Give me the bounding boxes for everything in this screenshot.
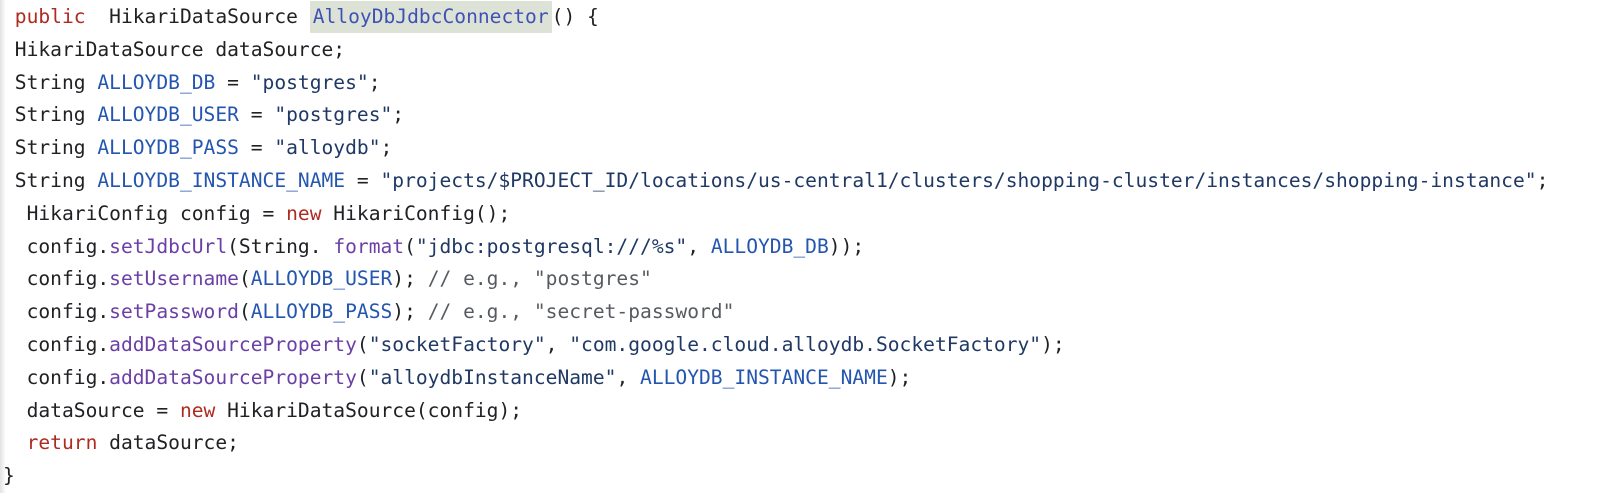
code-token: config. (3, 267, 110, 291)
code-line: HikariDataSource dataSource; (3, 34, 1600, 67)
code-token: ; (392, 103, 405, 127)
code-line: String ALLOYDB_DB = "postgres"; (3, 67, 1600, 100)
code-line: config.setUsername(ALLOYDB_USER); // e.g… (3, 263, 1600, 296)
code-token: = (345, 168, 381, 192)
code-token: dataSource; (97, 431, 239, 455)
code-token: ); (392, 267, 428, 291)
code-line: public HikariDataSource AlloyDbJdbcConne… (3, 1, 1600, 34)
code-line: String ALLOYDB_INSTANCE_NAME = "projects… (3, 165, 1600, 198)
code-token: ( (238, 300, 251, 324)
code-token: ( (238, 267, 251, 291)
code-token: ( (404, 234, 416, 258)
code-token: ALLOYDB_PASS (97, 136, 239, 160)
code-token (3, 5, 15, 28)
code-token: ALLOYDB_INSTANCE_NAME (640, 365, 888, 389)
code-token: config. (3, 332, 110, 356)
code-token: (String. (227, 234, 334, 258)
code-token: HikariConfig(); (321, 201, 511, 225)
code-token: ); (887, 365, 912, 389)
code-token: String (3, 168, 98, 192)
code-line: config.addDataSourceProperty("alloydbIns… (3, 362, 1600, 395)
code-token: ALLOYDB_DB (710, 234, 829, 258)
code-token: ALLOYDB_USER (97, 103, 239, 127)
code-token: "postgres" (274, 103, 393, 127)
code-token (3, 431, 27, 454)
code-token: addDataSourceProperty (109, 332, 357, 356)
code-token: "socketFactory" (368, 332, 546, 356)
code-line: } (3, 460, 1600, 493)
code-token: , (687, 234, 711, 258)
code-line: config.setJdbcUrl(String. format("jdbc:p… (3, 231, 1600, 264)
code-token: HikariDataSource dataSource; (3, 37, 346, 61)
code-token: ( (356, 332, 369, 356)
code-token: String (3, 103, 98, 127)
code-token: // e.g., "postgres" (427, 267, 652, 291)
code-token: String (3, 136, 98, 160)
code-token: public (14, 5, 86, 28)
code-token: setUsername (109, 267, 239, 291)
code-line: String ALLOYDB_PASS = "alloydb"; (3, 132, 1600, 165)
code-token: ALLOYDB_DB (97, 70, 216, 94)
code-token: HikariDataSource (85, 5, 310, 28)
code-token: = (238, 136, 275, 160)
code-token: ; (380, 136, 393, 160)
code-token: ; (1536, 168, 1549, 192)
code-token: new (179, 398, 216, 422)
code-token: "jdbc:postgresql:///%s" (415, 234, 688, 258)
code-token: = (215, 70, 251, 94)
code-token: config. (3, 365, 110, 389)
code-token: "postgres" (250, 70, 369, 94)
code-token: ALLOYDB_PASS (250, 300, 393, 324)
code-token: } (3, 464, 15, 488)
code-token: = (238, 103, 275, 127)
code-token: String (3, 70, 98, 94)
code-token: ( (356, 365, 369, 389)
code-token: config. (3, 300, 110, 324)
highlighted-function-name: AlloyDbJdbcConnector (309, 1, 552, 33)
code-token: ALLOYDB_USER (250, 267, 393, 291)
code-token: HikariDataSource(config); (215, 398, 523, 422)
code-token: format (333, 234, 405, 258)
code-token: setJdbcUrl (109, 234, 228, 258)
code-token: // e.g., "secret-password" (427, 300, 735, 324)
code-token: setPassword (109, 300, 239, 324)
code-line: String ALLOYDB_USER = "postgres"; (3, 99, 1600, 132)
code-token: return (26, 431, 98, 455)
code-token: , (616, 365, 641, 389)
code-line: return dataSource; (3, 427, 1600, 460)
code-token: config. (3, 234, 110, 258)
code-line: dataSource = new HikariDataSource(config… (3, 395, 1600, 428)
code-token: "com.google.cloud.alloydb.SocketFactory" (569, 332, 1042, 356)
code-token: "alloydbInstanceName" (368, 365, 617, 389)
code-line: config.addDataSourceProperty("socketFact… (3, 329, 1600, 362)
code-token: () { (551, 5, 599, 28)
code-token: , (545, 332, 570, 356)
code-token: dataSource = (3, 398, 180, 422)
code-token: ); (1041, 332, 1065, 356)
code-token: new (286, 201, 322, 225)
code-token: )); (828, 234, 865, 258)
code-token: "alloydb" (274, 136, 381, 160)
code-token: ; (368, 70, 381, 94)
code-token: ); (392, 300, 428, 324)
code-token: addDataSourceProperty (109, 365, 357, 389)
code-token: HikariConfig config = (3, 201, 287, 225)
code-token: "projects/$PROJECT_ID/locations/us-centr… (380, 168, 1537, 192)
code-line: HikariConfig config = new HikariConfig()… (3, 198, 1600, 231)
code-token: ALLOYDB_INSTANCE_NAME (97, 168, 346, 192)
code-line: config.setPassword(ALLOYDB_PASS); // e.g… (3, 296, 1600, 329)
